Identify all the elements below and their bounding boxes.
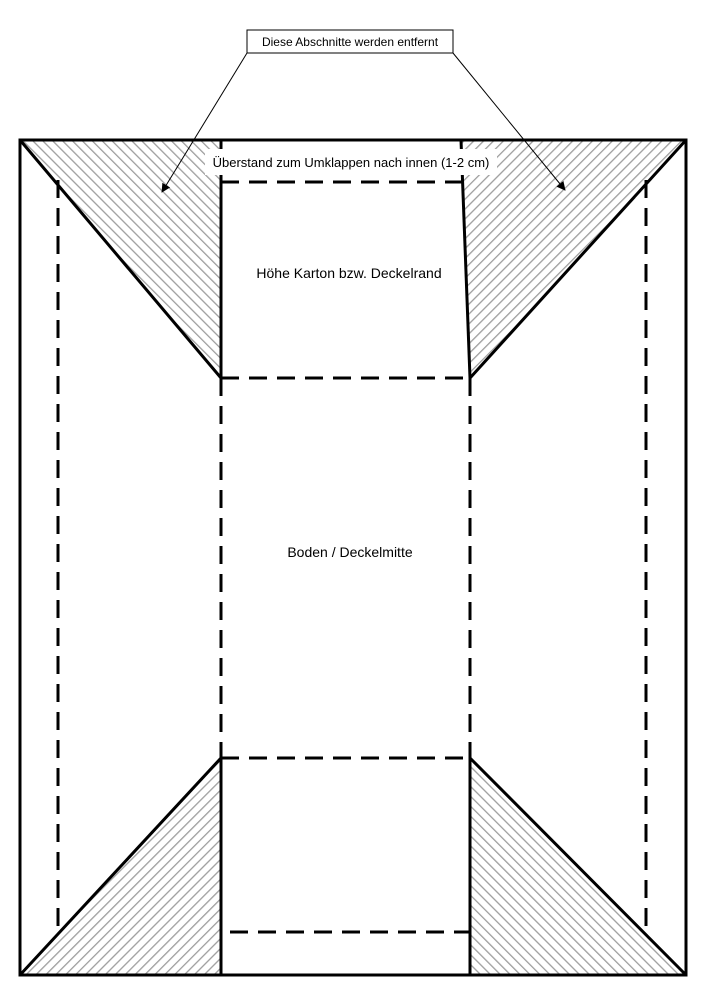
overhang-label: Überstand zum Umklappen nach innen (1-2 … bbox=[213, 155, 490, 170]
fold-lines bbox=[56, 180, 648, 934]
bottom-label: Boden / Deckelmitte bbox=[287, 544, 412, 560]
cutaway-top-right bbox=[461, 140, 686, 378]
callout-text: Diese Abschnitte werden entfernt bbox=[262, 35, 439, 49]
outer-sheet-border bbox=[18, 138, 688, 977]
height-label: Höhe Karton bzw. Deckelrand bbox=[256, 265, 441, 281]
overhang-label-bg bbox=[205, 149, 497, 175]
callout-box bbox=[246, 29, 454, 54]
callout-arrow-left bbox=[161, 52, 248, 193]
cut-lines bbox=[18, 138, 688, 977]
callout-arrow-right bbox=[452, 52, 566, 191]
